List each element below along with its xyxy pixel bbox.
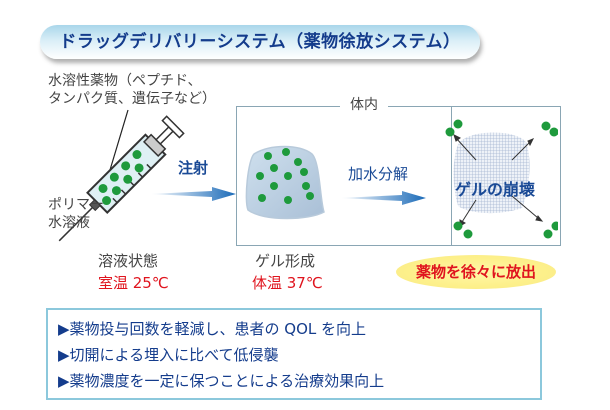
collapse-panel: [418, 106, 561, 246]
leader-line: [109, 109, 129, 171]
drug-label-line2: タンパク質、遺伝子など）: [48, 91, 216, 107]
polymer-label-line1: ポリマー: [48, 197, 104, 213]
gel-collapse-label: ゲルの崩壊: [455, 180, 536, 199]
gel-formation-label: ゲル形成: [255, 252, 316, 270]
title-banner: [40, 25, 480, 59]
released-drug-particles: [445, 119, 558, 239]
injection-label: 注射: [178, 159, 209, 177]
body-temp-label: 体温 37℃: [252, 274, 323, 292]
gradual-release-label: 薬物を徐々に放出: [415, 263, 536, 281]
hydrolysis-label: 加水分解: [348, 165, 409, 183]
gel-drug-particles: [256, 148, 314, 204]
diagram-title: ドラッグデリバリーシステム（薬物徐放システム）: [59, 32, 461, 52]
needle: [58, 207, 93, 242]
release-highlight: [396, 255, 556, 289]
benefit-item: ▶薬物濃度を一定に保つことによる治療効果向上: [58, 372, 385, 390]
collapsed-gel-icon: [445, 119, 558, 239]
drug-particles: [98, 150, 144, 206]
drug-label-line1: 水溶性薬物（ペプチド、: [48, 73, 202, 89]
in-body-label: 体内: [340, 94, 388, 114]
benefit-item: ▶薬物投与回数を軽減し、患者の QOL を向上: [58, 320, 367, 338]
gel-icon: [245, 145, 325, 220]
plunger-handle: [161, 115, 185, 139]
polymer-label-line2: 水溶液: [48, 215, 90, 231]
benefit-item: ▶切開による埋入に比べて低侵襲: [58, 346, 279, 364]
benefits-box: [46, 308, 542, 400]
solution-state-label: 溶液状態: [98, 252, 159, 270]
syringe-icon: [58, 109, 185, 242]
injection-arrow-icon: [150, 187, 236, 201]
hydrolysis-arrow-icon: [340, 191, 426, 205]
room-temp-label: 室温 25℃: [98, 274, 169, 292]
